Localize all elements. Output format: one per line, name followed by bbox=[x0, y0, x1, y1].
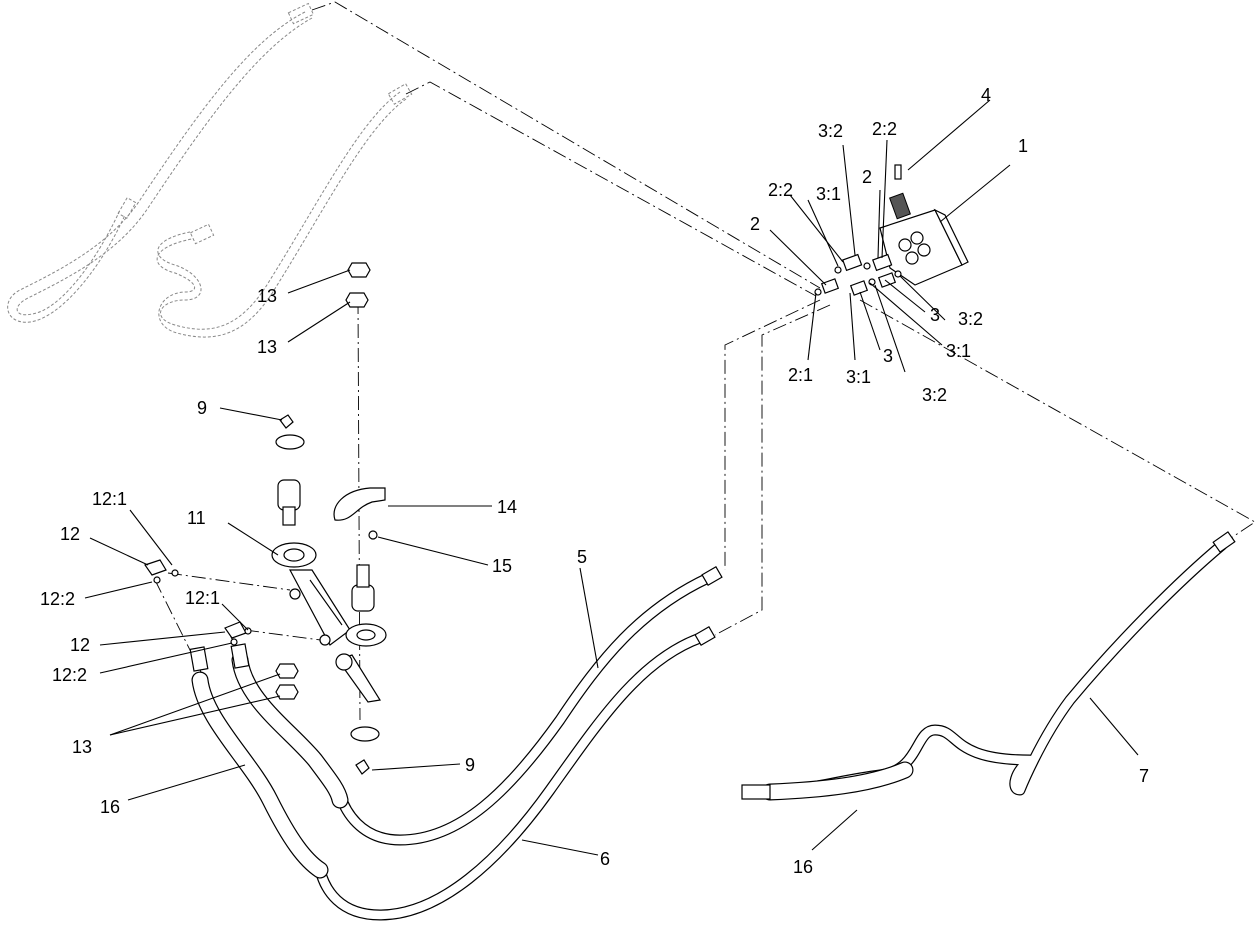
callout-2-2-top: 2:2 bbox=[872, 119, 897, 139]
steering-cylinder bbox=[271, 542, 387, 703]
callout-3-right: 3 bbox=[930, 305, 940, 325]
callout-13-bottom: 13 bbox=[72, 737, 92, 757]
ball-joint-lower bbox=[350, 564, 380, 775]
callout-13-second: 13 bbox=[257, 337, 277, 357]
ball-joint-upper bbox=[275, 414, 305, 526]
hose-5 bbox=[334, 565, 723, 846]
callout-12-bottom: 12 bbox=[70, 635, 90, 655]
callout-9-top: 9 bbox=[197, 398, 207, 418]
callout-12-top: 12 bbox=[60, 524, 80, 544]
callout-16-left: 16 bbox=[100, 797, 120, 817]
elbow-fittings bbox=[144, 559, 252, 646]
callout-7: 7 bbox=[1139, 766, 1149, 786]
callout-3-1-right: 3:1 bbox=[946, 341, 971, 361]
callout-6: 6 bbox=[600, 849, 610, 869]
callout-16-right: 16 bbox=[793, 857, 813, 877]
callout-5: 5 bbox=[577, 547, 587, 567]
callout-3-2-bottom: 3:2 bbox=[922, 385, 947, 405]
phantom-hoses bbox=[7, 2, 413, 338]
steering-valve bbox=[879, 164, 1011, 286]
callout-3-1-top: 3:1 bbox=[816, 184, 841, 204]
callout-4: 4 bbox=[981, 85, 991, 105]
callout-14: 14 bbox=[497, 497, 517, 517]
callout-12-1-top: 12:1 bbox=[92, 489, 127, 509]
callout-labels: 1 4 3:2 2:2 2 2:2 3:1 2 3 3:2 3:1 3 3:2 … bbox=[40, 85, 1149, 877]
callout-9-bottom: 9 bbox=[465, 755, 475, 775]
valve-fittings bbox=[814, 253, 902, 296]
callout-12-2-bottom: 12:2 bbox=[52, 665, 87, 685]
callout-3-2-top: 3:2 bbox=[818, 121, 843, 141]
callout-11: 11 bbox=[187, 508, 206, 528]
hose-16-right bbox=[741, 761, 914, 801]
callout-3-1-bottom: 3:1 bbox=[846, 367, 871, 387]
callout-12-2-top: 12:2 bbox=[40, 589, 75, 609]
hose-6 bbox=[314, 625, 716, 921]
callout-2-2-left: 2:2 bbox=[768, 180, 793, 200]
callout-1: 1 bbox=[1018, 136, 1028, 156]
callout-2-top: 2 bbox=[862, 167, 872, 187]
callout-12-1-bottom: 12:1 bbox=[185, 588, 220, 608]
callout-2-1: 2:1 bbox=[788, 365, 813, 385]
callout-15: 15 bbox=[492, 556, 512, 576]
clamp-14 bbox=[333, 487, 386, 540]
leader-lines bbox=[84, 99, 1139, 856]
hose-16-left bbox=[189, 643, 349, 879]
callout-13-top: 13 bbox=[257, 286, 277, 306]
callout-2-left: 2 bbox=[750, 214, 760, 234]
nuts-13 bbox=[275, 262, 371, 700]
callout-3-2-right: 3:2 bbox=[958, 309, 983, 329]
hose-7 bbox=[764, 531, 1236, 798]
callout-3-mid: 3 bbox=[883, 346, 893, 366]
